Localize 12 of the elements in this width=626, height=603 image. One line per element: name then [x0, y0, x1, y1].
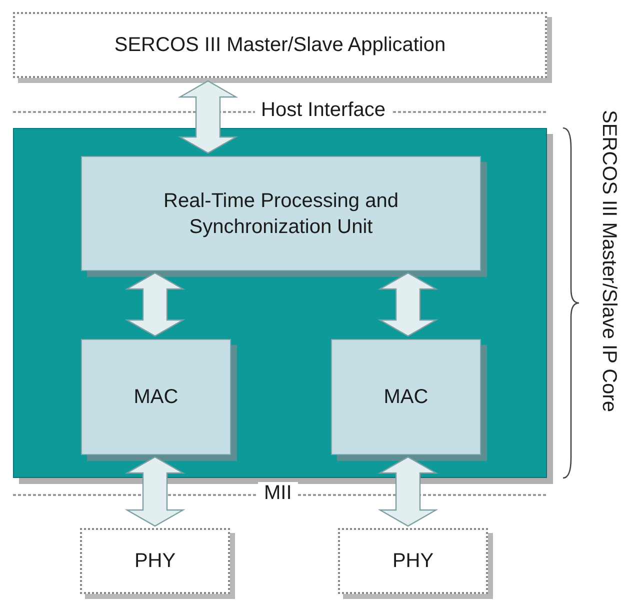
box-label: Real-Time Processing and Synchronization Unit [162, 188, 400, 240]
box-label: PHY [391, 549, 435, 574]
double-block-arrow [178, 80, 238, 154]
double-block-arrow [378, 456, 438, 527]
box-label: MAC [382, 385, 430, 410]
box-label: SERCOS III Master/Slave Application [113, 33, 447, 58]
double-block-arrow [378, 272, 438, 337]
core-caption: SERCOS III Master/Slave IP Core [597, 110, 620, 412]
double-block-arrow [124, 456, 186, 527]
double-block-arrow [124, 272, 186, 337]
box-label: PHY [133, 549, 177, 574]
box-label: MAC [132, 385, 180, 410]
